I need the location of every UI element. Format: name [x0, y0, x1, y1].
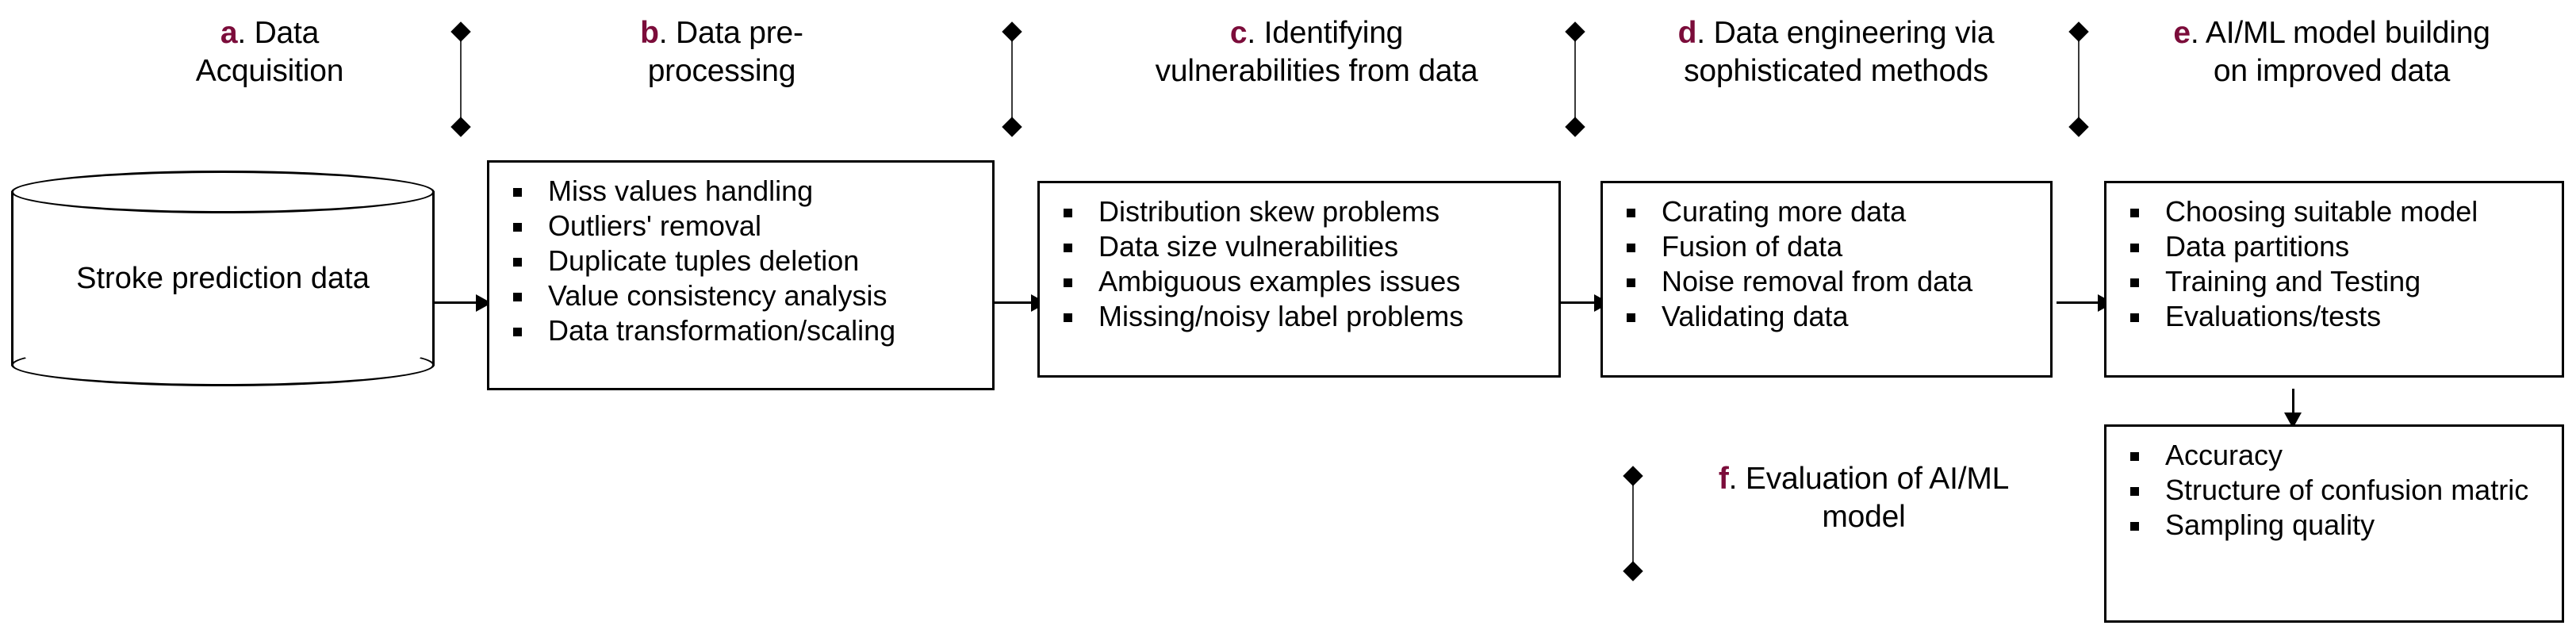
stage-heading-f-line1: f. Evaluation of AI/ML: [1718, 462, 2010, 496]
stage-marker-e: e: [2173, 16, 2191, 50]
stage-heading-e: e. AI/ML model building on improved data: [2106, 14, 2558, 90]
arrow-source-to-b: [435, 294, 492, 312]
process-box-d: Curating more data Fusion of data Noise …: [1600, 181, 2053, 378]
bullet-square-icon: [513, 188, 522, 197]
stage-heading-f-line2: model: [1822, 500, 1906, 534]
stage-marker-b: b: [640, 16, 659, 50]
diamond-icon: [1565, 21, 1585, 42]
stage-heading-a-line1: a. Data: [220, 16, 320, 50]
stage-heading-d-line1: d. Data engineering via: [1677, 16, 1995, 50]
list-item: Choosing suitable model: [2127, 194, 2554, 229]
list-item: Value consistency analysis: [510, 278, 984, 313]
data-source-label: Stroke prediction data: [76, 262, 370, 295]
list-item: Data partitions: [2127, 229, 2554, 264]
bullet-square-icon: [1064, 313, 1072, 322]
cylinder-body: [11, 191, 435, 366]
bullet-square-icon: [2130, 452, 2139, 461]
stage-heading-b-line2: processing: [647, 54, 796, 88]
stage-heading-f: f. Evaluation of AI/ML model: [1658, 460, 2070, 536]
list-item: Distribution skew problems: [1060, 194, 1551, 229]
diamond-icon: [1565, 117, 1585, 137]
stage-heading-b: b. Data pre- processing: [531, 14, 912, 90]
bullet-square-icon: [2130, 278, 2139, 287]
heading-separator-2: [1002, 21, 1022, 137]
process-box-f: Accuracy Structure of confusion matric S…: [2104, 424, 2564, 623]
diamond-icon: [2068, 117, 2089, 137]
process-box-c: Distribution skew problems Data size vul…: [1037, 181, 1561, 378]
bullet-square-icon: [1064, 244, 1072, 252]
stage-heading-e-line1: e. AI/ML model building: [2173, 16, 2490, 50]
process-list-e: Choosing suitable model Data partitions …: [2106, 183, 2562, 345]
list-item: Evaluations/tests: [2127, 299, 2554, 334]
stage-marker-c: c: [1229, 16, 1248, 50]
stage-heading-e-line2: on improved data: [2213, 54, 2451, 88]
diamond-icon: [1002, 21, 1022, 42]
heading-separator-5: [1623, 466, 1643, 581]
cylinder-bottom-ellipse: [11, 343, 435, 386]
diamond-icon: [1002, 117, 1022, 137]
list-item: Training and Testing: [2127, 264, 2554, 299]
bullet-square-icon: [513, 328, 522, 336]
process-list-c: Distribution skew problems Data size vul…: [1040, 183, 1558, 345]
process-list-b: Miss values handling Outliers' removal D…: [489, 163, 992, 359]
bullet-square-icon: [513, 258, 522, 267]
data-source-cylinder: Stroke prediction data: [11, 171, 435, 386]
process-list-d: Curating more data Fusion of data Noise …: [1603, 183, 2050, 345]
bullet-square-icon: [1627, 313, 1635, 322]
stage-heading-d-line2: sophisticated methods: [1684, 54, 1988, 88]
stage-heading-a: a. Data Acquisition: [103, 14, 436, 90]
bullet-square-icon: [2130, 313, 2139, 322]
list-item: Outliers' removal: [510, 209, 984, 244]
bullet-square-icon: [2130, 522, 2139, 531]
bullet-square-icon: [1627, 278, 1635, 287]
list-item: Noise removal from data: [1623, 264, 2042, 299]
list-item: Missing/noisy label problems: [1060, 299, 1551, 334]
list-item: Validating data: [1623, 299, 2042, 334]
stage-heading-c-line2: vulnerabilities from data: [1155, 54, 1478, 88]
bullet-square-icon: [2130, 487, 2139, 496]
diamond-icon: [1623, 561, 1643, 581]
list-item: Duplicate tuples deletion: [510, 244, 984, 278]
bullet-square-icon: [513, 293, 522, 301]
list-item: Data size vulnerabilities: [1060, 229, 1551, 264]
process-box-e: Choosing suitable model Data partitions …: [2104, 181, 2564, 378]
cylinder-top-ellipse: [11, 171, 435, 213]
diamond-icon: [1623, 466, 1643, 486]
heading-separator-1: [450, 21, 471, 137]
stage-marker-d: d: [1677, 16, 1697, 50]
bullet-square-icon: [2130, 209, 2139, 217]
stage-heading-a-line2: Acquisition: [195, 54, 344, 88]
list-item: Data transformation/scaling: [510, 313, 984, 348]
arrow-e-to-f: [2284, 389, 2302, 428]
process-box-b: Miss values handling Outliers' removal D…: [487, 160, 995, 390]
process-list-f: Accuracy Structure of confusion matric S…: [2106, 427, 2562, 554]
bullet-square-icon: [1627, 244, 1635, 252]
bullet-square-icon: [1064, 278, 1072, 287]
stage-heading-b-line1: b. Data pre-: [640, 16, 803, 50]
list-item: Miss values handling: [510, 174, 984, 209]
bullet-square-icon: [1064, 209, 1072, 217]
list-item: Structure of confusion matric: [2127, 473, 2554, 508]
stage-marker-a: a: [220, 16, 238, 50]
heading-separator-4: [2068, 21, 2089, 137]
diamond-icon: [2068, 21, 2089, 42]
list-item: Accuracy: [2127, 438, 2554, 473]
list-item: Ambiguous examples issues: [1060, 264, 1551, 299]
stage-marker-f: f: [1718, 462, 1729, 496]
stage-heading-c-line1: c. Identifying: [1229, 16, 1404, 50]
list-item: Curating more data: [1623, 194, 2042, 229]
stage-heading-c: c. Identifying vulnerabilities from data: [1071, 14, 1562, 90]
list-item: Fusion of data: [1623, 229, 2042, 264]
stage-heading-d: d. Data engineering via sophisticated me…: [1610, 14, 2062, 90]
diamond-icon: [450, 21, 471, 42]
bullet-square-icon: [513, 223, 522, 232]
bullet-square-icon: [2130, 244, 2139, 252]
bullet-square-icon: [1627, 209, 1635, 217]
diamond-icon: [450, 117, 471, 137]
list-item: Sampling quality: [2127, 508, 2554, 543]
heading-separator-3: [1565, 21, 1585, 137]
